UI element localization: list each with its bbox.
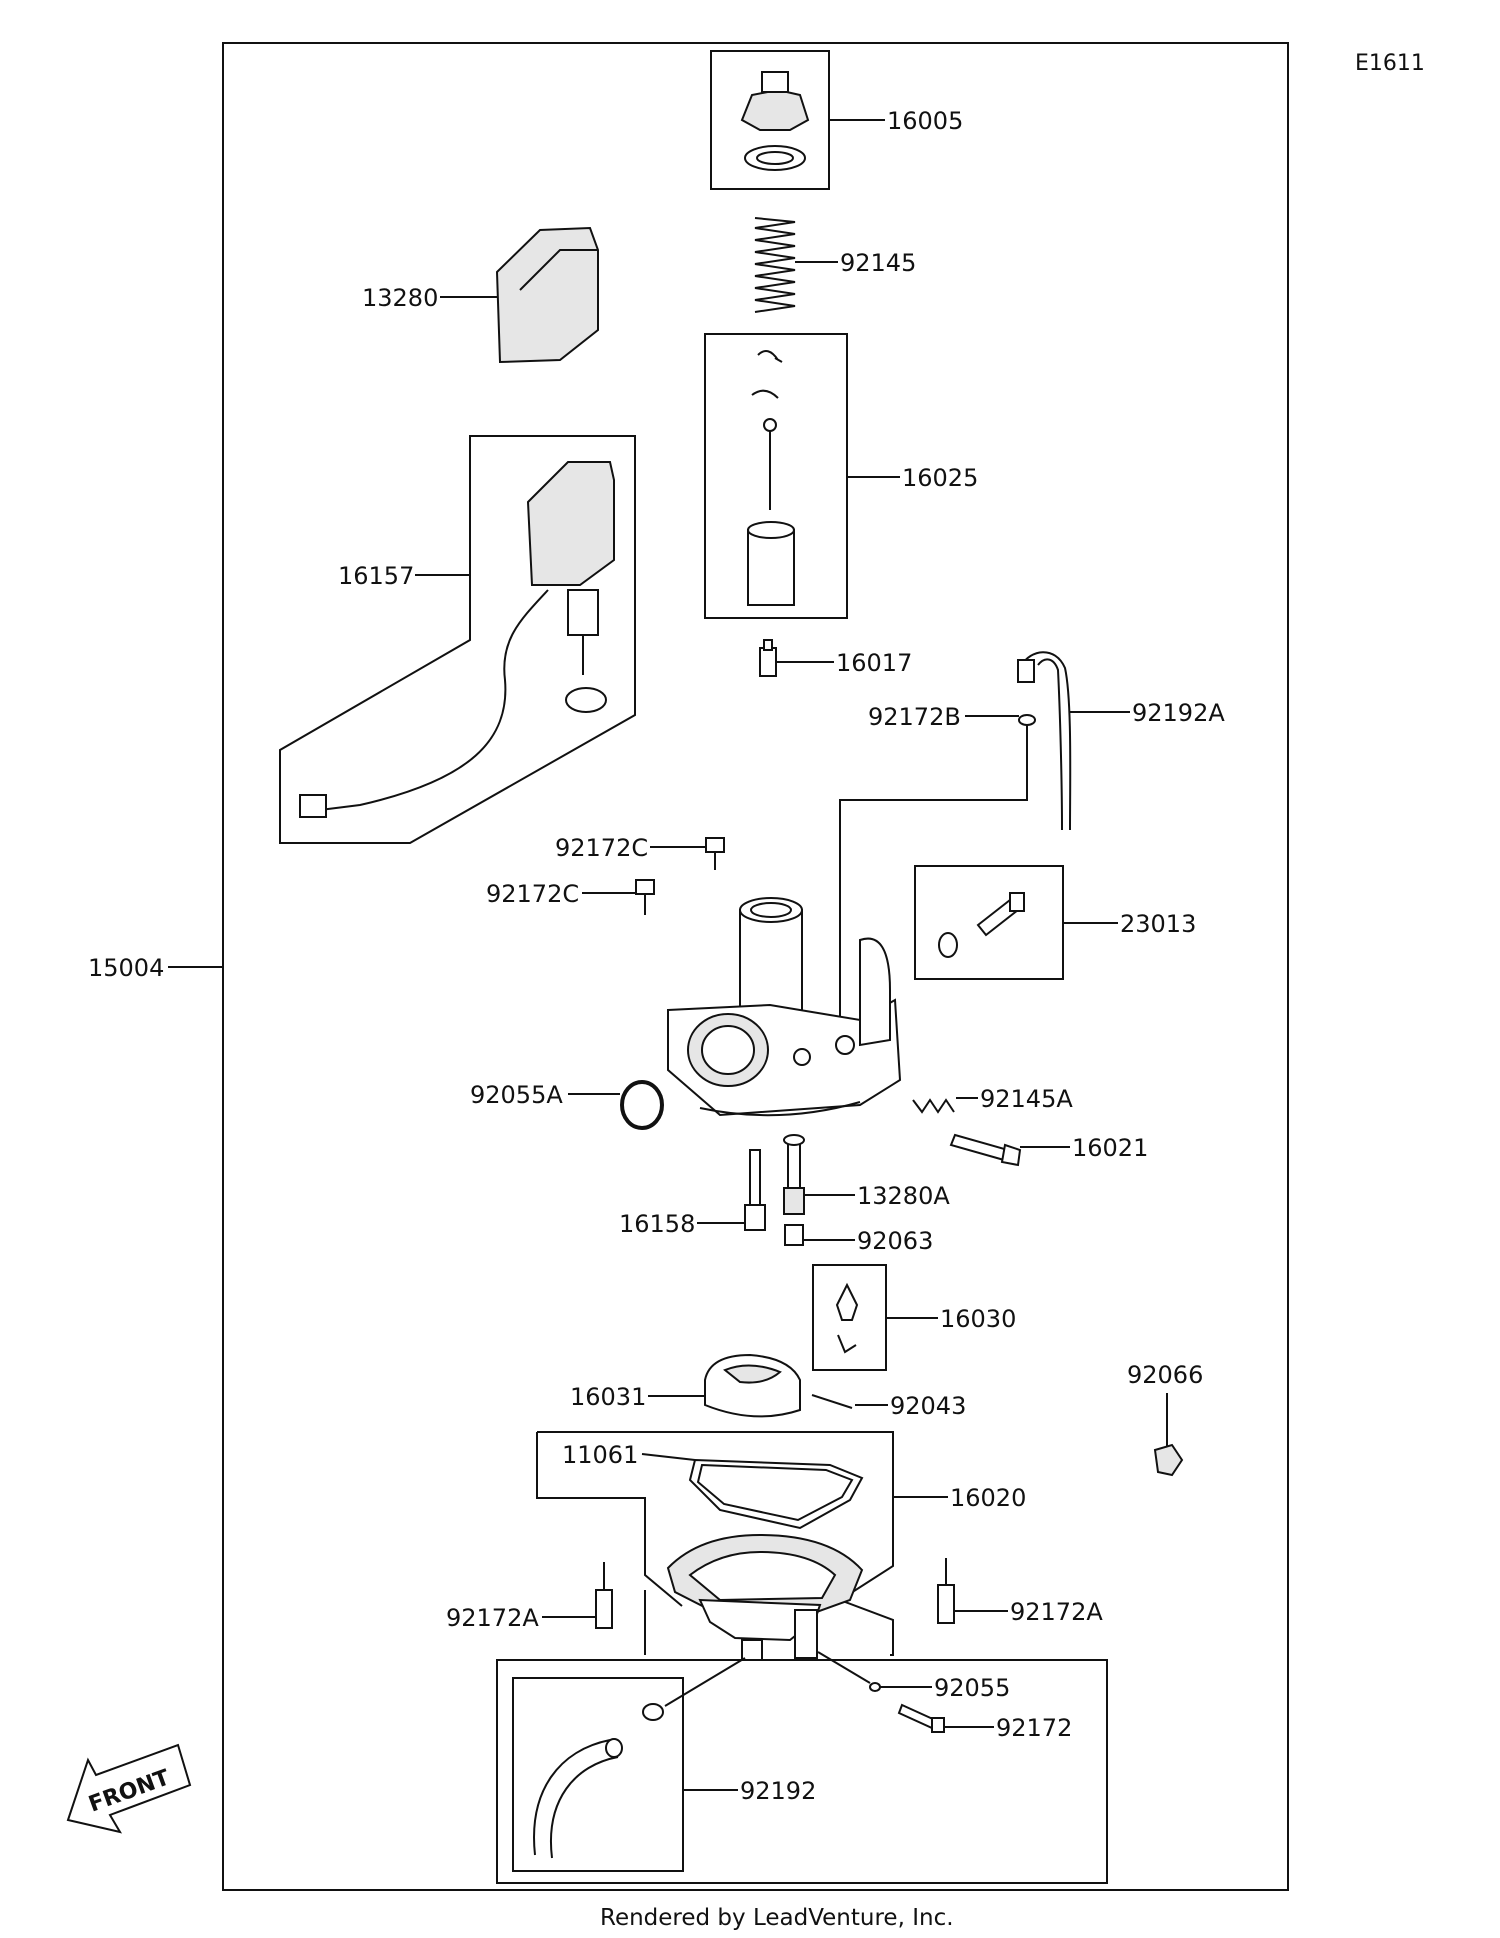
part-92172-group[interactable]: 92172 (897, 1703, 1072, 1742)
part-92172B-group[interactable]: 92172B (839, 703, 1036, 1020)
part-label-16025[interactable]: 16025 (902, 464, 978, 492)
part-92172C-1-group[interactable]: 92172C (555, 834, 725, 870)
carburetor-body (667, 897, 902, 1117)
part-92055A-group[interactable]: 92055A (470, 1080, 664, 1130)
part-label-16005[interactable]: 16005 (887, 107, 963, 135)
part-92192A-group[interactable]: 92192A (1017, 651, 1225, 831)
part-label-92172[interactable]: 92172 (996, 1714, 1072, 1742)
part-16030-group[interactable]: 16030 (812, 1264, 1016, 1371)
part-label-16021[interactable]: 16021 (1072, 1134, 1148, 1162)
part-label-16017[interactable]: 16017 (836, 649, 912, 677)
part-92055-group[interactable]: 92055 (817, 1651, 1010, 1702)
part-label-16031[interactable]: 16031 (570, 1383, 646, 1411)
part-label-92055[interactable]: 92055 (934, 1674, 1010, 1702)
part-16021-group[interactable]: 16021 (949, 1133, 1148, 1167)
part-label-92055A[interactable]: 92055A (470, 1081, 563, 1109)
part-92172A-2-group[interactable]: 92172A (937, 1558, 1103, 1626)
part-label-92145[interactable]: 92145 (840, 249, 916, 277)
part-label-16030[interactable]: 16030 (940, 1305, 1016, 1333)
front-direction-arrow: FRONT (66, 1743, 192, 1834)
part-92172A-1-group[interactable]: 92172A (446, 1562, 613, 1632)
part-11061-group[interactable]: 11061 (562, 1441, 864, 1530)
part-label-92172A-1[interactable]: 92172A (446, 1604, 539, 1632)
float-bowl (666, 1533, 864, 1661)
part-label-92172B[interactable]: 92172B (868, 703, 961, 731)
part-label-11061[interactable]: 11061 (562, 1441, 638, 1469)
part-92145-group[interactable]: 92145 (754, 217, 916, 313)
part-label-13280A[interactable]: 13280A (857, 1182, 950, 1210)
part-label-92145A[interactable]: 92145A (980, 1085, 1073, 1113)
part-label-16157[interactable]: 16157 (338, 562, 414, 590)
part-16017-group[interactable]: 16017 (759, 639, 912, 677)
part-label-15004[interactable]: 15004 (88, 954, 164, 982)
part-16157-group[interactable]: 16157 (279, 435, 636, 844)
part-label-23013[interactable]: 23013 (1120, 910, 1196, 938)
part-16031-group[interactable]: 16031 (570, 1353, 801, 1418)
part-16025-group[interactable]: 16025 (704, 333, 978, 619)
part-92172C-2-group[interactable]: 92172C (486, 879, 655, 915)
part-label-16158[interactable]: 16158 (619, 1210, 695, 1238)
part-label-92192[interactable]: 92192 (740, 1777, 816, 1805)
part-label-92172C-1[interactable]: 92172C (555, 834, 648, 862)
part-92063-group[interactable]: 92063 (784, 1224, 933, 1255)
part-13280-group[interactable]: 13280 (362, 226, 599, 364)
part-16005-group[interactable]: 16005 (710, 50, 963, 190)
part-label-92172C-2[interactable]: 92172C (486, 880, 579, 908)
part-label-92192A[interactable]: 92192A (1132, 699, 1225, 727)
part-16020-group[interactable]: 16020 (536, 1431, 1026, 1656)
part-label-92043[interactable]: 92043 (890, 1392, 966, 1420)
part-92043-group[interactable]: 92043 (811, 1392, 966, 1420)
part-13280A-group[interactable]: 13280A (783, 1134, 950, 1215)
part-92192-group[interactable]: 92192 (496, 1657, 1108, 1884)
part-label-92172A-2[interactable]: 92172A (1010, 1598, 1103, 1626)
footer-credit: Rendered by LeadVenture, Inc. (600, 1905, 954, 1931)
part-label-16020[interactable]: 16020 (950, 1484, 1026, 1512)
part-23013-group[interactable]: 23013 (914, 865, 1196, 980)
part-16158-group[interactable]: 16158 (619, 1149, 766, 1238)
part-label-13280[interactable]: 13280 (362, 284, 438, 312)
diagram-code: E1611 (1355, 51, 1425, 76)
part-label-92066[interactable]: 92066 (1127, 1361, 1203, 1389)
part-92145A-group[interactable]: 92145A (912, 1085, 1073, 1114)
part-label-92063[interactable]: 92063 (857, 1227, 933, 1255)
part-92066-group[interactable]: 92066 (1127, 1361, 1203, 1477)
